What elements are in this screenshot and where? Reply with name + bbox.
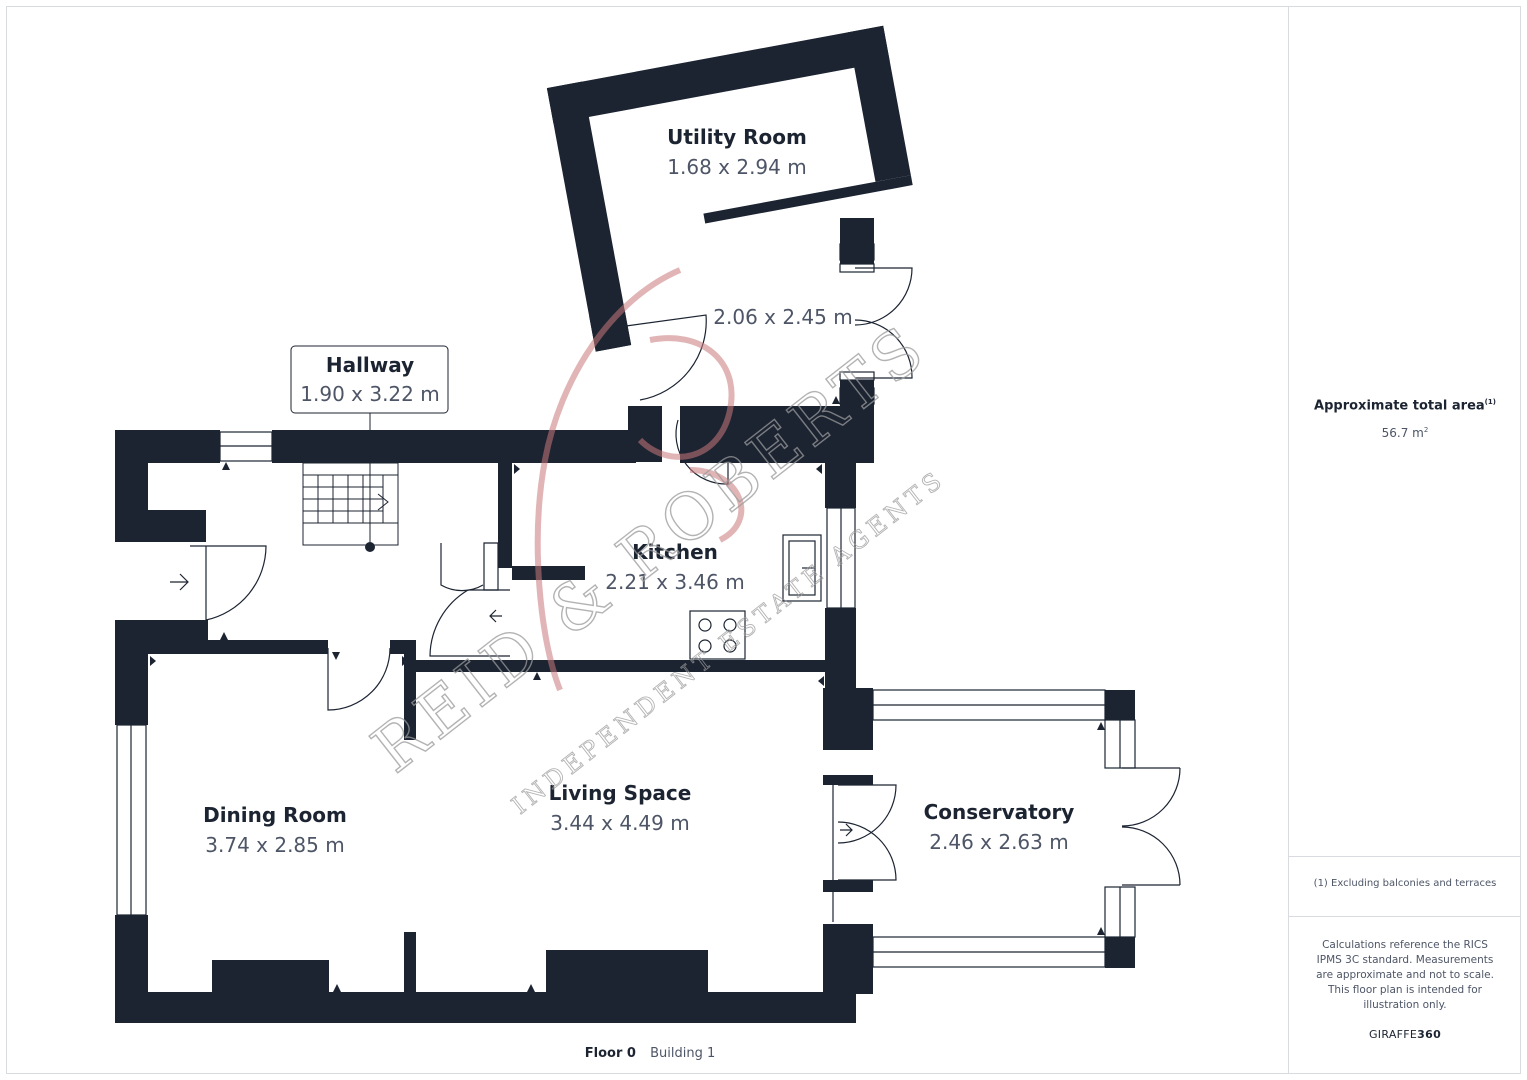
walls [115, 25, 1135, 1023]
utility-walls [546, 25, 913, 352]
brand-logo: GIRAFFE360 [1289, 1028, 1521, 1041]
page-frame [6, 6, 1521, 1074]
staircase [302, 462, 399, 546]
dining-room-dims: 3.74 x 2.85 m [205, 833, 344, 857]
hallway-name: Hallway [326, 353, 414, 377]
conservatory-dims: 2.46 x 2.63 m [929, 830, 1068, 854]
sidebar-divider-footnote [1289, 856, 1521, 857]
living-space-name: Living Space [549, 781, 692, 805]
floor-caption: Floor 0 Building 1 [540, 1046, 760, 1061]
measure-markers [150, 396, 1105, 992]
area-footnote: (1) Excluding balconies and terraces [1313, 878, 1497, 889]
kitchen-fixtures [689, 534, 822, 660]
dining-room-name: Dining Room [203, 803, 347, 827]
stair-start-marker [365, 542, 375, 552]
porch-dims: 2.06 x 2.45 m [713, 305, 852, 329]
utility-room-name: Utility Room [667, 125, 807, 149]
utility-room-dims: 1.68 x 2.94 m [667, 155, 806, 179]
floor-name: Floor 0 [584, 1046, 636, 1061]
total-area-value-text: 56.7 m [1381, 426, 1424, 440]
room-labels: Utility Room 1.68 x 2.94 m 2.06 x 2.45 m… [203, 125, 1074, 857]
total-area-label: Approximate total area(1) [1289, 398, 1521, 413]
building-name: Building 1 [650, 1046, 716, 1061]
windows [116, 243, 1136, 968]
conservatory-name: Conservatory [924, 800, 1075, 824]
kitchen-dims: 2.21 x 3.46 m [605, 570, 744, 594]
sidebar-divider [1288, 6, 1289, 1074]
total-area-label-text: Approximate total area [1314, 398, 1485, 414]
floor-plan: Utility Room 1.68 x 2.94 m 2.06 x 2.45 m… [115, 25, 1181, 1023]
total-area-footnote-ref: (1) [1484, 398, 1496, 406]
brand-logo-light: GIRAFFE [1368, 1028, 1418, 1041]
kitchen-name: Kitchen [632, 540, 718, 564]
total-area-unit-sup: 2 [1423, 426, 1429, 434]
total-area-value: 56.7 m2 [1289, 426, 1521, 440]
brand-logo-bold: 360 [1417, 1028, 1442, 1041]
entrance-arrows [170, 573, 853, 837]
disclaimer-text: Calculations reference the RICS IPMS 3C … [1316, 939, 1494, 1011]
hallway-dims: 1.90 x 3.22 m [300, 382, 439, 406]
living-space-dims: 3.44 x 4.49 m [550, 811, 689, 835]
sidebar-divider-disclaimer [1289, 916, 1521, 917]
